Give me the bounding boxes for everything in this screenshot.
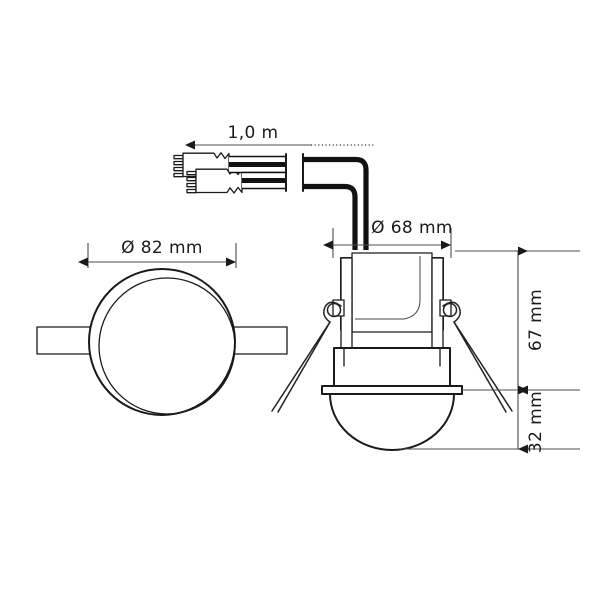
ceiling-flange: [321, 385, 463, 395]
supply-cable-assembly: [173, 152, 369, 250]
cable-run-upper-left: [229, 155, 286, 174]
dimension-dome-height: 32 mm: [400, 385, 580, 454]
mounting-spring-right: [442, 301, 513, 413]
dimension-front-diameter: Ø 82 mm: [78, 238, 236, 267]
dimension-label-body-height: 67 mm: [526, 289, 546, 351]
dimension-label-cutout-diameter: Ø 68 mm: [371, 218, 453, 238]
cable-run-right: [303, 156, 369, 250]
top-view: Ø 82 mm: [36, 238, 288, 416]
dimension-label-cable-length: 1,0 m: [228, 123, 279, 143]
connector-plug-lower: [186, 168, 243, 194]
front-plate-inner-circle: [98, 277, 236, 415]
side-view: Ø 68 mm: [271, 218, 580, 454]
mounting-tab-right: [231, 326, 288, 355]
housing-upper-can: [332, 252, 452, 349]
mounting-tab-left: [36, 326, 93, 355]
front-plate-outer-circle: [88, 268, 236, 416]
dimension-label-dome-height: 32 mm: [526, 391, 546, 453]
dimension-cable-length: 1,0 m: [185, 123, 375, 150]
mounting-spring-left: [271, 301, 342, 413]
housing-lower-ring: [333, 347, 451, 387]
dimension-label-front-diameter: Ø 82 mm: [121, 238, 203, 258]
cable-run-lower-left: [242, 171, 286, 190]
dimension-cutout-diameter: Ø 68 mm: [323, 218, 453, 258]
sensor-dome-lens: [329, 393, 455, 451]
